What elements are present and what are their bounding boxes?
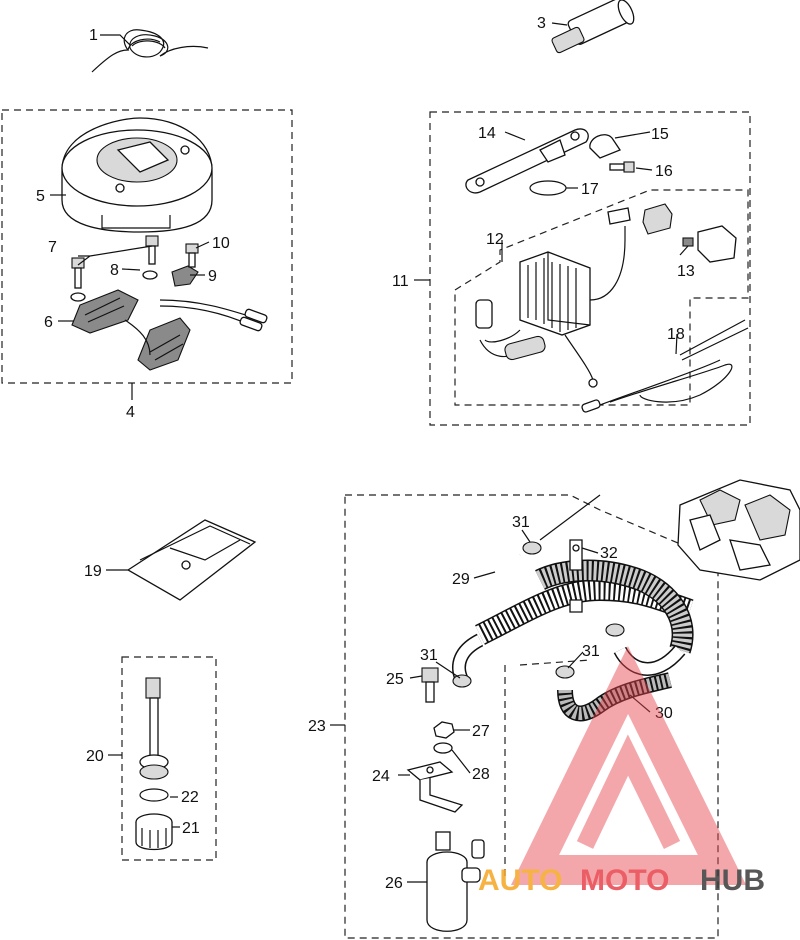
leader-lines [50, 22, 689, 883]
label-13: 13 [677, 263, 695, 280]
watermark-moto: MOTO [580, 864, 669, 897]
group-box-20 [121, 656, 217, 861]
label-25: 25 [386, 671, 404, 688]
callout-labels: 1 3 4 5 6 7 8 9 10 11 12 13 14 15 16 17 … [36, 15, 695, 892]
label-14: 14 [478, 125, 496, 142]
label-8: 8 [110, 262, 119, 279]
label-30: 30 [655, 705, 673, 722]
part-24-bracket [406, 761, 464, 813]
part-20-valve [139, 677, 169, 780]
label-7: 7 [48, 239, 57, 256]
part-26-filter [426, 831, 485, 932]
label-20: 20 [86, 748, 104, 765]
part-27-nut [433, 721, 455, 739]
part-7-screws [70, 235, 159, 302]
label-31-right: 31 [582, 643, 600, 660]
label-18: 18 [667, 326, 685, 343]
label-12: 12 [486, 231, 504, 248]
part-12-rectifier [475, 226, 626, 388]
part-30-hose [557, 645, 686, 722]
group-box-4 [1, 109, 293, 384]
group-box-11 [429, 111, 751, 426]
group-box-12 [454, 189, 749, 406]
label-24: 24 [372, 768, 390, 785]
label-21: 21 [182, 820, 200, 837]
part-19-pouch [126, 519, 257, 601]
part-32-bracket [569, 539, 583, 613]
carburetor [677, 479, 800, 581]
part-1-spring [91, 29, 209, 73]
label-29: 29 [452, 571, 470, 588]
part-6-stator [71, 289, 268, 371]
watermark-auto: AUTO [478, 864, 562, 897]
label-5: 5 [36, 188, 45, 205]
label-15: 15 [651, 126, 669, 143]
part-29-hose [452, 551, 694, 683]
part-22-oring [139, 788, 169, 802]
part-15-clip [589, 134, 621, 159]
label-27: 27 [472, 723, 490, 740]
watermark-logo: AUTO MOTO HUB [478, 646, 765, 897]
label-31-top: 31 [512, 514, 530, 531]
label-17: 17 [581, 181, 599, 198]
label-28: 28 [472, 766, 490, 783]
label-23: 23 [308, 718, 326, 735]
part-28-washer [433, 742, 453, 754]
part-5-flywheel [61, 117, 213, 233]
label-4: 4 [126, 404, 135, 421]
part-3-cylinder [551, 0, 635, 54]
label-6: 6 [44, 314, 53, 331]
label-16: 16 [655, 163, 673, 180]
label-26: 26 [385, 875, 403, 892]
label-3: 3 [537, 15, 546, 32]
part-9-clamp [171, 265, 199, 287]
label-11: 11 [392, 273, 409, 290]
label-22: 22 [181, 789, 199, 806]
part-17-clamp [529, 180, 567, 196]
part-13-connectors [607, 203, 737, 263]
label-32: 32 [600, 545, 618, 562]
label-1: 1 [89, 27, 98, 44]
label-19: 19 [84, 563, 102, 580]
label-10: 10 [212, 235, 230, 252]
label-31-left: 31 [420, 647, 438, 664]
part-21-nut [135, 813, 173, 851]
part-14-plate [465, 128, 589, 194]
part-18-cable [581, 319, 749, 413]
part-10-screw [185, 243, 199, 268]
label-9: 9 [208, 268, 217, 285]
part-25-bolt [421, 667, 439, 703]
part-16-bolt [609, 161, 635, 173]
watermark-hub: HUB [700, 864, 765, 897]
part-31-clamps [452, 541, 625, 688]
